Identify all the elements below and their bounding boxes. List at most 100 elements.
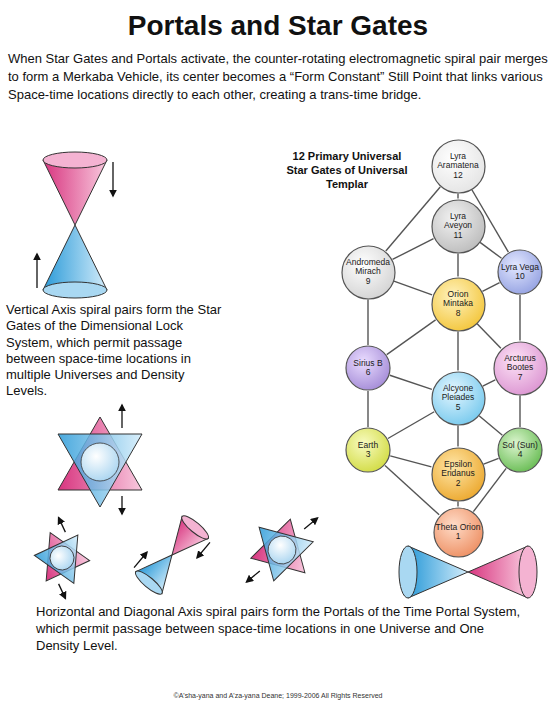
- circle-text: Epsilon Eridanus2: [435, 460, 481, 488]
- cone-base: [519, 546, 537, 598]
- circle-text: Lyra Aveyon11: [435, 212, 481, 240]
- gate-name: Arcturus Bootes: [497, 354, 543, 373]
- portal-note: Horizontal and Diagonal Axis spiral pair…: [36, 604, 526, 655]
- still-point-sphere: [46, 542, 78, 574]
- gate-disc: [432, 200, 485, 253]
- gate-number: 11: [435, 231, 481, 240]
- star-gate-circle: Lyra Vega10: [497, 249, 543, 295]
- star-gate-circle: Alcyone Pleiades5: [431, 371, 486, 426]
- gate-disc: [432, 372, 485, 425]
- gate-number: 6: [353, 368, 382, 377]
- circle-text: Alcyone Pleiades5: [435, 384, 481, 412]
- gate-disc: [432, 448, 485, 501]
- spin-arrow: [59, 584, 66, 599]
- gate-name: Andromeda Mirach: [345, 258, 391, 277]
- tree-path: [479, 416, 502, 436]
- tree-path: [457, 426, 458, 447]
- merkaba-tetrahedron: [58, 434, 142, 507]
- gate-disc: [498, 250, 542, 294]
- spin-arrow: [36, 254, 37, 288]
- star-gate-circle: Theta Orion1: [433, 507, 484, 558]
- star-gate-circle: Earth3: [345, 427, 391, 473]
- tree-path: [480, 242, 501, 258]
- gate-number: 9: [345, 277, 391, 286]
- tree-path: [390, 456, 431, 467]
- spin-arrow: [304, 516, 317, 532]
- tree-path: [388, 412, 434, 439]
- gate-number: 4: [502, 450, 537, 459]
- circle-text: Sirius B6: [353, 359, 382, 378]
- star-gate-circle: Orion Mintaka8: [431, 277, 486, 332]
- gate-disc: [494, 342, 547, 395]
- circle-text: Andromeda Mirach9: [345, 258, 391, 286]
- cone-base: [43, 282, 107, 298]
- merkaba-tetrahedron: [247, 527, 314, 588]
- gate-name: Orion Mintaka: [435, 290, 481, 309]
- circle-text: Orion Mintaka8: [435, 290, 481, 318]
- cone-base: [43, 152, 107, 168]
- cone-base: [179, 513, 211, 543]
- gate-disc: [434, 508, 483, 557]
- gate-name: Epsilon Eridanus: [435, 460, 481, 479]
- portal-merkaba: [245, 504, 320, 596]
- spin-arrow: [197, 542, 210, 557]
- gate-number: 5: [435, 403, 481, 412]
- gate-disc: [346, 346, 390, 390]
- tree-path: [483, 380, 495, 386]
- circle-text: Lyra Aramatena12: [435, 152, 481, 180]
- tree-path: [477, 324, 501, 348]
- tree-path: [390, 375, 432, 389]
- circle-text: Sol (Sun)4: [502, 441, 537, 460]
- star-gate-circle: Sol (Sun)4: [497, 427, 543, 473]
- tree-path: [387, 320, 436, 355]
- circle-text: Lyra Vega10: [501, 263, 539, 282]
- circle-text: Arcturus Bootes7: [497, 354, 543, 382]
- tree-path: [457, 254, 458, 277]
- tree-path: [482, 283, 499, 292]
- gate-disc: [432, 140, 485, 193]
- star-gate-circle: Andromeda Mirach9: [341, 245, 396, 300]
- gate-disc: [432, 278, 485, 331]
- gate-number: 2: [435, 479, 481, 488]
- gate-number: 1: [436, 532, 481, 541]
- gate-name: Earth: [358, 441, 378, 450]
- gate-name: Sirius B: [353, 359, 382, 368]
- spiral-cone: [43, 160, 107, 225]
- tree-heading: 12 Primary Universal Star Gates of Unive…: [282, 150, 412, 191]
- tree-path: [519, 396, 520, 428]
- gate-name: Theta Orion: [436, 523, 481, 532]
- still-point-sphere: [265, 533, 299, 567]
- gate-number: 3: [358, 450, 378, 459]
- spin-arrow: [121, 496, 122, 514]
- still-point-sphere: [81, 443, 119, 481]
- star-gate-note: Vertical Axis spiral pairs form the Star…: [6, 302, 224, 400]
- spin-arrow: [121, 405, 122, 428]
- intro-text: When Star Gates and Portals activate, th…: [8, 50, 548, 104]
- gate-number: 7: [497, 373, 543, 382]
- tree-path: [519, 295, 520, 341]
- portal-merkaba: [24, 513, 100, 602]
- tree-path: [394, 281, 432, 295]
- circle-text: Earth3: [358, 441, 378, 460]
- gate-disc: [346, 428, 390, 472]
- star-gate-circle: Lyra Aramatena12: [431, 139, 486, 194]
- tree-path: [367, 391, 368, 427]
- spiral-cone: [43, 225, 107, 290]
- spin-arrow: [134, 552, 147, 567]
- tree-path: [457, 502, 458, 507]
- spiral-cone: [136, 544, 185, 593]
- gate-name: Sol (Sun): [502, 441, 537, 450]
- star-gate-circle: Sirius B6: [345, 345, 391, 391]
- gate-number: 12: [435, 171, 481, 180]
- circle-text: Theta Orion1: [436, 523, 481, 542]
- star-gate-circle: Lyra Aveyon11: [431, 199, 486, 254]
- spin-arrow: [112, 162, 113, 196]
- gate-name: Lyra Aramatena: [435, 152, 481, 171]
- cone-base: [133, 568, 165, 598]
- gate-name: Alcyone Pleiades: [435, 384, 481, 403]
- gate-number: 10: [501, 272, 539, 281]
- spin-arrow: [247, 568, 260, 584]
- tree-path: [367, 300, 368, 346]
